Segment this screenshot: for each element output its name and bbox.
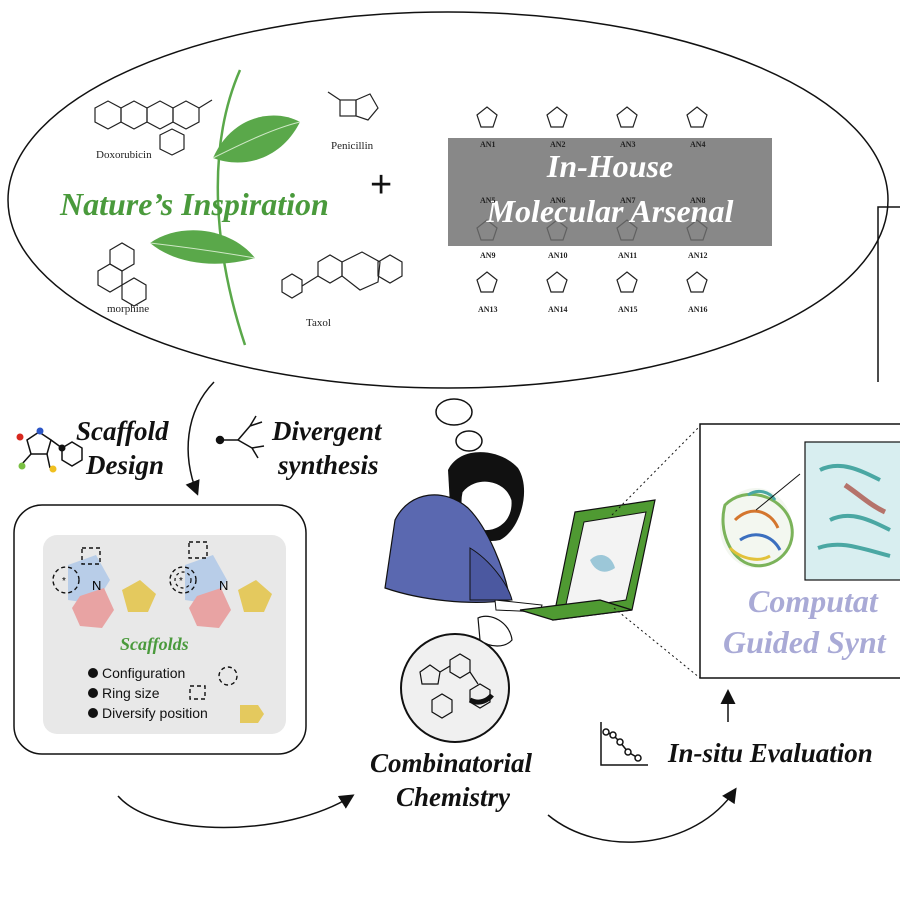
legend-bullet [88,668,98,678]
arrow-scaffold-to-combinatorial [117,794,355,829]
arrow-combinatorial-to-evaluation [547,787,737,843]
penicillin-label: Penicillin [331,140,374,152]
compound-label: AN12 [688,251,708,260]
insitu-evaluation-label: In-situ Evaluation [668,738,873,768]
arsenal-row-1 [476,106,708,128]
thought-bubble-small-icon [455,430,483,452]
compound-label: AN2 [550,140,566,149]
legend-configuration: Configuration [102,665,186,681]
divergent-synthesis-label-line-2: synthesis [278,450,379,480]
zoom-line-bottom [613,607,701,679]
feedback-bracket-line [877,206,900,382]
inspiration-oval [7,11,889,389]
arsenal-title-line-1: In-House [546,148,674,184]
divergent-tree-icon [215,415,265,459]
magnifier-molecule-lens-icon [400,615,513,743]
dose-response-plot-icon [600,722,648,766]
compound-label: AN14 [548,305,568,314]
divergent-synthesis-label-line-1: Divergent [272,416,382,446]
morphine-structure-icon [97,242,147,307]
compound-label: AN4 [690,140,706,149]
protein-structure-icon [720,488,794,568]
computation-guided-label-line-2: Guided Synt [723,624,886,660]
legend-diversify-position: Diversify position [102,705,208,721]
scaffold-molecule-icon [16,427,83,473]
arsenal-title-line-2: Molecular Arsenal [486,193,734,229]
arsenal-overlay [448,138,772,246]
compound-label: AN9 [480,251,496,260]
legend-bullet [88,708,98,718]
compound-label: AN5 [480,196,496,205]
arrow-oval-to-scaffold [185,381,215,496]
arsenal-row-4 [476,271,708,293]
compound-label: AN3 [620,140,636,149]
doxorubicin-structure-icon [94,99,213,156]
thought-bubble-large-icon [435,398,473,426]
plant-stem-icon [216,69,247,346]
scaffold-design-label-line-1: Scaffold [76,416,169,446]
leaf-upper-icon [213,115,300,163]
binding-site-inset-icon [755,441,900,581]
taxol-structure-icon [281,251,403,299]
plus-sign: + [370,164,393,206]
combinatorial-chemistry-label-line-2: Chemistry [396,782,511,812]
nature-inspiration-title: Nature’s Inspiration [60,186,329,222]
legend-bullet [88,688,98,698]
compound-label: AN8 [690,196,706,205]
zoom-line-top [611,425,701,516]
laptop-icon [519,499,656,621]
morphine-label: morphine [107,303,150,315]
legend-ring-size: Ring size [102,685,160,701]
doxorubicin-label: Doxorubicin [96,149,152,161]
compound-label: AN10 [548,251,568,260]
computation-guided-label-line-1: Computat [748,583,878,619]
compound-label: AN16 [688,305,708,314]
chemist-figure-icon [384,452,543,613]
penicillin-structure-icon [327,91,379,121]
scaffold-design-label-line-2: Design [86,450,165,480]
scaffolds-title: Scaffolds [120,634,189,654]
compound-label: AN7 [620,196,636,205]
scaffold-panel-border [13,504,307,755]
taxol-label: Taxol [306,317,331,329]
compound-label: AN1 [480,140,496,149]
compound-label: AN15 [618,305,638,314]
compound-label: AN6 [550,196,566,205]
compound-label: AN11 [618,251,638,260]
combinatorial-chemistry-label-line-1: Combinatorial [370,748,533,778]
compound-label: AN13 [478,305,498,314]
leaf-lower-icon [150,230,255,264]
